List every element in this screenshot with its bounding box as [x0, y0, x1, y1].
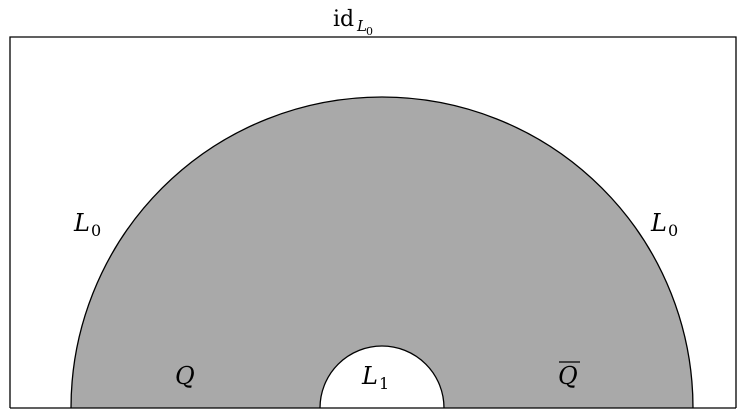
right-region-label: Q: [558, 361, 580, 390]
left-arc-label-base: L: [73, 209, 90, 237]
right-arc-label-base: L: [650, 209, 667, 237]
right-arc-label-subscript: 0: [668, 221, 678, 240]
left-region-label: Q: [175, 362, 195, 390]
shaded-region: [71, 97, 693, 408]
right-region-letter: Q: [558, 362, 578, 390]
inner-label: L 1: [361, 362, 389, 393]
left-arc-label-subscript: 0: [91, 221, 101, 240]
inner-label-base: L: [361, 362, 378, 390]
frame-border: [9, 36, 737, 408]
inner-arc: [319, 345, 445, 409]
inner-label-subscript: 1: [379, 374, 389, 393]
top-label-subscript-index: 0: [366, 25, 373, 38]
top-label-subscript-base: L: [356, 17, 367, 35]
left-arc-label: L 0: [73, 209, 101, 240]
top-label-base: id: [333, 7, 354, 32]
right-arc-label: L 0: [650, 209, 678, 240]
top-label: id L 0: [333, 7, 373, 38]
outer-arc: [70, 96, 694, 409]
